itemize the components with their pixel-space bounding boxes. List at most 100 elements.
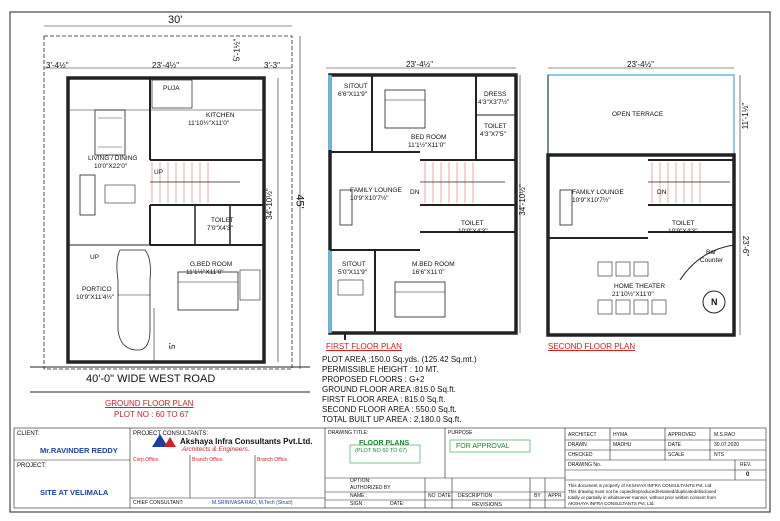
sf-theater: HOME THEATER (614, 283, 666, 290)
authorized-label: AUTHORIZED BY (350, 485, 391, 491)
chief-consultant-name: M.SRINIVASA RAO, M.Tech (Struct) (212, 500, 293, 506)
branch-office-label-2: Branch Office. (257, 457, 289, 463)
dim-sf-width: 23'-4½" (627, 60, 655, 69)
spec-ground-area: GROUND FLOOR AREA :815.0 Sq.ft. (322, 385, 456, 394)
dim-gf-width: 30' (168, 14, 183, 26)
copyright-line-4: AKSHAYA INFRA CONSULTANTS Pvt. Ltd. (568, 501, 655, 506)
corp-office-label: Corp.Office. (133, 457, 160, 463)
room-kitchen-size: 11'10½"X11'0" (188, 120, 230, 127)
sign-label: SIGN : (350, 501, 366, 507)
room-living-size: 10'0"X22'0" (94, 163, 128, 170)
drawing-title-plot: (PLOT NO 60 TO 67) (355, 448, 407, 454)
copyright-line-2: This drawing must not be copied/reproduc… (568, 489, 717, 494)
sf-terrace: OPEN TERRACE (612, 111, 664, 118)
chief-consultant-label: CHIEF CONSULTANT: (133, 500, 184, 506)
rev-desc-label: DESCRIPTION (458, 493, 493, 499)
architect-name: HYMA (613, 432, 628, 438)
drawn-name: MADHU (613, 442, 632, 448)
rev-value: 0 (746, 472, 750, 478)
ff-mbedroom-size: 16'6"X11'0" (412, 269, 445, 276)
drawn-label: DRAWN (568, 442, 587, 448)
dim-gf-mid: 23'-4½" (152, 61, 180, 70)
ff-bedroom-size: 11'1½"X11'0" (408, 142, 446, 149)
second-floor-plan (546, 67, 741, 337)
date2-label: DATE (668, 442, 681, 448)
room-toilet: TOILET (211, 217, 234, 224)
room-portico: PORTICO (82, 286, 112, 293)
architect-label: ARCHITECT (568, 432, 597, 438)
client-name: Mr.RAVINDER REDDY (40, 446, 118, 455)
second-floor-title: SECOND FLOOR PLAN (548, 342, 636, 351)
approved-label: APPROVED (668, 432, 696, 438)
dim-gf-bottom: 5' (167, 343, 177, 349)
ff-toilet1: TOILET (484, 123, 507, 130)
revisions-label: REVISIONS (472, 502, 502, 508)
branch-office-label: Branch Office. (192, 457, 224, 463)
sf-theater-size: 21'10½"X11'0" (612, 291, 654, 298)
spec-floors: PROPOSED FLOORS : G+2 (322, 375, 425, 384)
room-portico-size: 10'9"X11'4½" (76, 294, 115, 301)
north-arrow-icon: N (711, 297, 718, 307)
ff-sitout: SITOUT (344, 83, 368, 90)
drawing-title-label: DRAWING TITLE: (328, 430, 369, 436)
room-kitchen: KITCHEN (206, 112, 235, 119)
copyright-line-1: This document is property of AKSHAYA INF… (568, 483, 713, 488)
ff-bedroom: BED ROOM (411, 134, 447, 141)
ff-sitout2: SITOUT (342, 261, 366, 268)
spec-first-area: FIRST FLOOR AREA : 815.0 Sq.ft. (322, 395, 446, 404)
purpose-label: PURPOSE (448, 430, 473, 436)
date2-value: 30.07.2020 (714, 442, 740, 448)
client-label: CLIENT: (17, 431, 40, 437)
spec-total-area: TOTAL BUILT UP AREA : 2,180.0 Sq.ft. (322, 415, 462, 424)
project-label: PROJECT: (17, 463, 47, 469)
ff-dress-size: 4'3"X3'7½" (478, 99, 510, 106)
rev-no-label: NO (428, 493, 436, 499)
dim-gf-side5: 5'-1½" (232, 38, 242, 62)
dim-gf-left: 3'-4½" (46, 61, 69, 70)
ground-floor-plan (30, 25, 310, 393)
spec-height: PERMISSIBLE HEIGHT : 10 MT. (322, 365, 439, 374)
first-floor-plan (326, 67, 521, 340)
date-label: DATE: (390, 501, 405, 507)
room-gbed: G.BED ROOM (190, 261, 233, 268)
drawing-title: FLOOR PLANS (359, 440, 410, 447)
sf-toilet: TOILET (672, 220, 695, 227)
ff-toilet2: TOILET (461, 220, 484, 227)
sf-lounge: FAMILY LOUNGE (572, 189, 624, 196)
consultants-label: PROJECT CONSULTANTS: (133, 431, 209, 437)
first-floor-title: FIRST FLOOR PLAN (326, 342, 402, 351)
room-puja: PUJA (163, 85, 180, 92)
spec-second-area: SECOND FLOOR AREA : 550.0 Sq.ft. (322, 405, 457, 414)
stair-up-outside: UP (90, 254, 100, 261)
ff-stair-down: DN (410, 189, 420, 196)
company-logo-mark (152, 434, 176, 447)
ff-sitout2-size: 5'0"X11'9" (338, 269, 368, 276)
ff-toilet1-size: 4'3"X7'5" (480, 131, 506, 138)
stair-up: UP (154, 169, 164, 176)
scale-label: SCALE (668, 452, 685, 458)
purpose-value: FOR APPROVAL (456, 443, 510, 450)
ff-mbedroom: M.BED ROOM (412, 261, 455, 268)
rev-date-label: DATE (438, 493, 451, 499)
rev-label: REV. (740, 462, 752, 468)
spec-plot-area: PLOT AREA :150.0 Sq.yds. (125.42 Sq.mt.) (322, 355, 477, 364)
checked-label: CHECKED (568, 452, 593, 458)
room-gbed-size: 11'1½"X11'0" (186, 269, 224, 276)
dim-gf-height34: 34'-10½" (264, 188, 274, 220)
company-name: Akshaya Infra Consultants Pvt.Ltd. (180, 437, 313, 446)
ff-lounge-size: 10'9"X10'7½" (350, 195, 389, 202)
dim-ff-height: 34'-10½" (517, 184, 527, 216)
approved-name: M.S.RAO (714, 432, 736, 438)
ff-sitout-size: 6'6"X11'9" (338, 91, 368, 98)
sf-bar-counter: Counter (700, 257, 724, 264)
title-block-grid (13, 427, 767, 509)
option-label: OPTION: (350, 478, 371, 484)
ff-toilet2-size: 10'9"X4'3" (458, 228, 488, 235)
dim-gf-height: 45' (293, 194, 306, 209)
room-living: LIVING / DINING (88, 155, 138, 162)
project-name: SITE AT VELIMALA (40, 488, 109, 497)
ff-dress: DRESS (484, 91, 507, 98)
road-label: 40'-0" WIDE WEST ROAD (86, 373, 216, 385)
